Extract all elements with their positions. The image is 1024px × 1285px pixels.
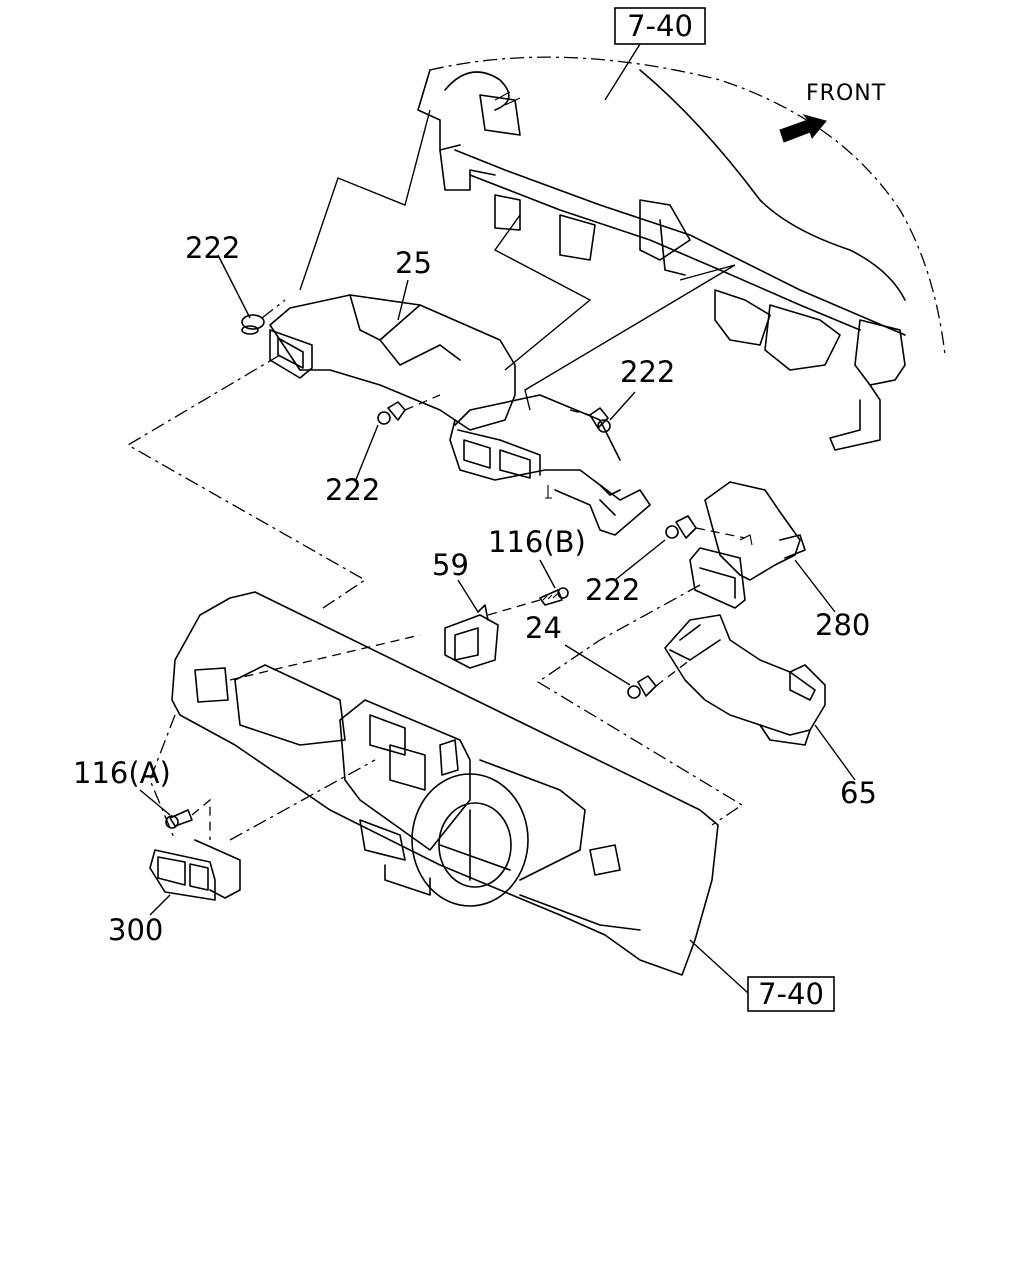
callout-59: 59 bbox=[432, 548, 469, 582]
part-222-clip-upper-left[interactable] bbox=[241, 299, 286, 335]
part-25-center-duct[interactable] bbox=[269, 294, 651, 536]
callout-280: 280 bbox=[815, 608, 870, 642]
front-direction: FRONT bbox=[779, 81, 886, 143]
part-300-vent[interactable] bbox=[149, 759, 376, 901]
front-label: FRONT bbox=[806, 81, 886, 106]
callout-65: 65 bbox=[840, 776, 877, 810]
callout-116b: 116(B) bbox=[488, 525, 586, 559]
part-222-clip-lower[interactable] bbox=[377, 394, 441, 425]
part-222-clip-right[interactable] bbox=[569, 407, 611, 433]
part-65-lower-duct[interactable] bbox=[664, 614, 826, 746]
cross-car-beam bbox=[417, 56, 946, 451]
arrow-right-icon bbox=[779, 114, 827, 143]
part-222-clip-mid[interactable] bbox=[665, 515, 746, 539]
reference-box-bottom[interactable]: 7-40 bbox=[747, 976, 835, 1012]
reference-label-top: 7-40 bbox=[627, 9, 693, 43]
callout-24: 24 bbox=[525, 611, 562, 645]
callout-222-mid: 222 bbox=[585, 573, 640, 607]
part-116b-screw[interactable] bbox=[487, 587, 569, 616]
callout-222-lower: 222 bbox=[325, 473, 380, 507]
callout-222-right: 222 bbox=[620, 355, 675, 389]
callout-300: 300 bbox=[108, 913, 163, 947]
part-24-clip[interactable] bbox=[627, 659, 691, 699]
part-280-side-duct[interactable] bbox=[689, 481, 806, 609]
reference-box-top[interactable]: 7-40 bbox=[614, 7, 706, 45]
callout-116a: 116(A) bbox=[73, 756, 171, 790]
reference-label-bottom: 7-40 bbox=[758, 977, 824, 1011]
part-116a-screw[interactable] bbox=[165, 798, 211, 840]
part-59-bracket[interactable] bbox=[444, 604, 499, 669]
callout-222-upper-left: 222 bbox=[185, 231, 240, 265]
callout-25: 25 bbox=[395, 246, 432, 280]
instrument-panel bbox=[149, 591, 719, 976]
